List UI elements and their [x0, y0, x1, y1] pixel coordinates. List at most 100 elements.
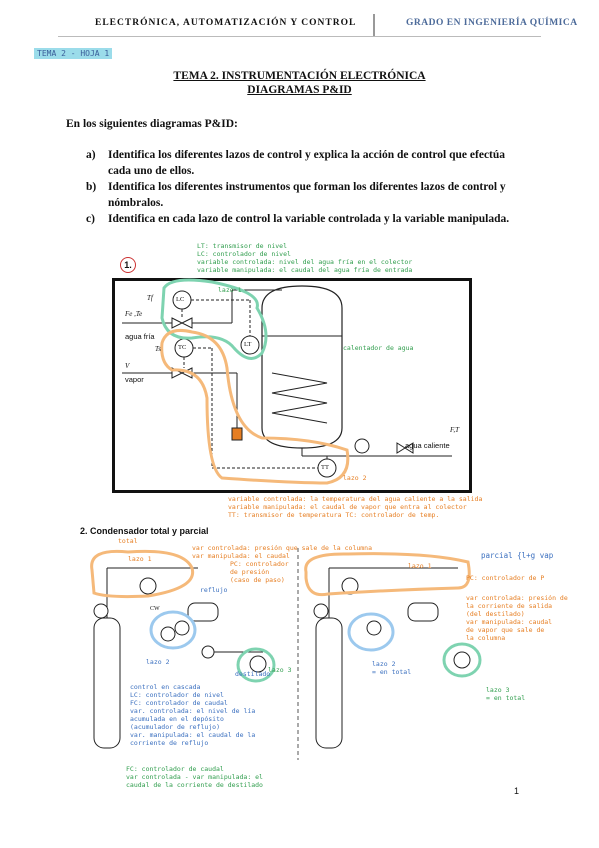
right-note-pc: PC: controlador de P: [466, 574, 545, 582]
label-ts: Ts: [155, 345, 161, 353]
note-line: LT: transmisor de nivel: [197, 242, 288, 250]
page-title: TEMA 2. INSTRUMENTACIÓN ELECTRÓNICA: [173, 70, 426, 82]
diagram1-notes-top: LT: transmisor de nivel LC: controlador …: [197, 242, 412, 274]
left-pump: [201, 645, 215, 659]
note-line: LC: controlador de nivel: [130, 691, 224, 699]
label-total: total: [118, 537, 138, 545]
right-en-total-3: = en total: [486, 694, 526, 702]
note-line: var controlada: presión de: [466, 594, 568, 602]
section2-notes-top: var controlada: presión que sale de la c…: [192, 544, 372, 584]
header-divider: [373, 14, 375, 36]
section2-notes-right: var controlada: presión de la corriente …: [466, 594, 568, 642]
loop1-label: lazo 1: [218, 286, 242, 294]
section2-pid: [90, 548, 482, 760]
intro-text: En los siguientes diagramas P&ID:: [66, 118, 238, 130]
header-right-title: GRADO EN INGENIERÍA QUÍMICA: [406, 18, 578, 28]
right-loop1-highlight: [304, 552, 471, 597]
pump: [354, 438, 370, 454]
left-accumulator: [187, 602, 219, 622]
note-line: TT: transmisor de temperatura TC: contro…: [228, 511, 440, 519]
tank-vessel: [261, 285, 343, 449]
note-line: (caso de paso): [230, 576, 285, 584]
loop2-highlight: [160, 328, 350, 485]
left-pc: [93, 603, 109, 619]
right-accumulator: [407, 602, 439, 622]
diagram1-pid: [112, 278, 472, 493]
cw-label: CW: [150, 606, 160, 612]
page-subtitle: DIAGRAMAS P&ID: [247, 84, 352, 96]
question-item: c)Identifica en cada lazo de control la …: [86, 212, 526, 228]
question-marker: b): [86, 181, 97, 193]
note-line: var manipulada: el caudal: [192, 552, 290, 560]
note-line: var controlada: presión que sale de la c…: [192, 544, 373, 552]
left-fc: [160, 626, 176, 642]
right-loop3-highlight: [442, 642, 482, 678]
label-fe-te: Fe ,Te: [125, 310, 143, 318]
note-line: variable controlada: la temperatura del …: [228, 495, 483, 503]
note-line: PC: controlador: [230, 560, 289, 568]
valve-outlet: [396, 442, 406, 454]
right-loop2-highlight: [347, 612, 395, 652]
note-line: de presión: [230, 568, 270, 576]
valve-cold-water: [171, 317, 184, 329]
right-lazo3: lazo 3: [486, 686, 510, 694]
question-item: b) Identifica los diferentes instrumentos…: [86, 180, 526, 211]
left-lc: [174, 620, 190, 636]
note-line: (del destilado): [466, 610, 525, 618]
steam-trap: [231, 427, 243, 441]
header-rule: [58, 36, 541, 37]
note-line: var. manipulada: el caudal de la: [130, 731, 256, 739]
note-line: la columna: [466, 634, 506, 642]
label-tf: Tf: [147, 294, 153, 302]
question-marker: c): [86, 213, 95, 225]
note-line: FC: controlador de caudal: [126, 765, 224, 773]
question-text: Identifica los diferentes instrumentos q…: [108, 181, 506, 209]
question-item: a) Identifica los diferentes lazos de con…: [86, 148, 526, 179]
right-pc: [313, 603, 329, 619]
section2-title: 2. Condensador total y parcial: [80, 526, 209, 536]
section2-notes-bottom-left: FC: controlador de caudal var controlada…: [126, 765, 263, 789]
note-line: acumulada en el depósito: [130, 715, 224, 723]
left-condenser: [139, 577, 157, 595]
left-lazo1: lazo 1: [128, 555, 152, 563]
note-line: control en cascada: [130, 683, 201, 691]
lc-label: LC: [176, 296, 185, 303]
note-line: la corriente de salida: [466, 602, 553, 610]
right-lazo2: lazo 2: [372, 660, 396, 668]
sheet-tag: TEMA 2 - HOJA 1: [34, 48, 113, 59]
section2-notes-left: control en cascada LC: controlador de ni…: [130, 683, 255, 747]
header-left-title: ELECTRÓNICA, AUTOMATIZACIÓN Y CONTROL: [95, 18, 357, 28]
loop1-highlight: [160, 278, 268, 360]
right-lazo1: lazo 1: [408, 562, 432, 570]
left-lazo2: lazo 2: [146, 658, 170, 666]
diagram1-number: 1.: [120, 257, 136, 273]
label-parcial: parcial {l+g vap: [481, 551, 554, 560]
note-line: FC: controlador de caudal: [130, 699, 228, 707]
note-line: caudal de la corriente de destilado: [126, 781, 263, 789]
note-line: corriente de reflujo: [130, 739, 209, 747]
left-loop1-highlight: [90, 549, 195, 599]
calentador-label: calentador de agua: [343, 344, 414, 352]
question-text: Identifica los diferentes lazos de contr…: [108, 149, 506, 177]
left-column: [93, 617, 121, 749]
note-line: var. controlada: el nivel de lía: [130, 707, 256, 715]
loop2-label: lazo 2: [343, 474, 367, 482]
right-column: [315, 617, 343, 749]
left-fc-destilado: [249, 655, 267, 673]
tc-label: TC: [178, 344, 187, 351]
page-number: 1: [514, 786, 520, 796]
note-line: (acumulador de reflujo): [130, 723, 221, 731]
label-agua-fria: agua fría: [125, 332, 155, 341]
left-loop2-highlight: [149, 610, 197, 650]
label-v: V: [125, 362, 130, 370]
label-ft: F,T: [450, 426, 460, 434]
diagram1-frame: [112, 278, 472, 493]
note-line: variable manipulada: el caudal de vapor …: [228, 503, 467, 511]
left-lazo3: lazo 3: [268, 666, 292, 674]
note-line: var manipulada: caudal: [466, 618, 553, 626]
heating-coil: [271, 372, 328, 424]
question-marker: a): [86, 149, 96, 161]
lt-label: LT: [244, 341, 252, 348]
label-vapor: vapor: [125, 375, 144, 384]
note-line: variable manipulada: el caudal del agua …: [197, 266, 413, 274]
